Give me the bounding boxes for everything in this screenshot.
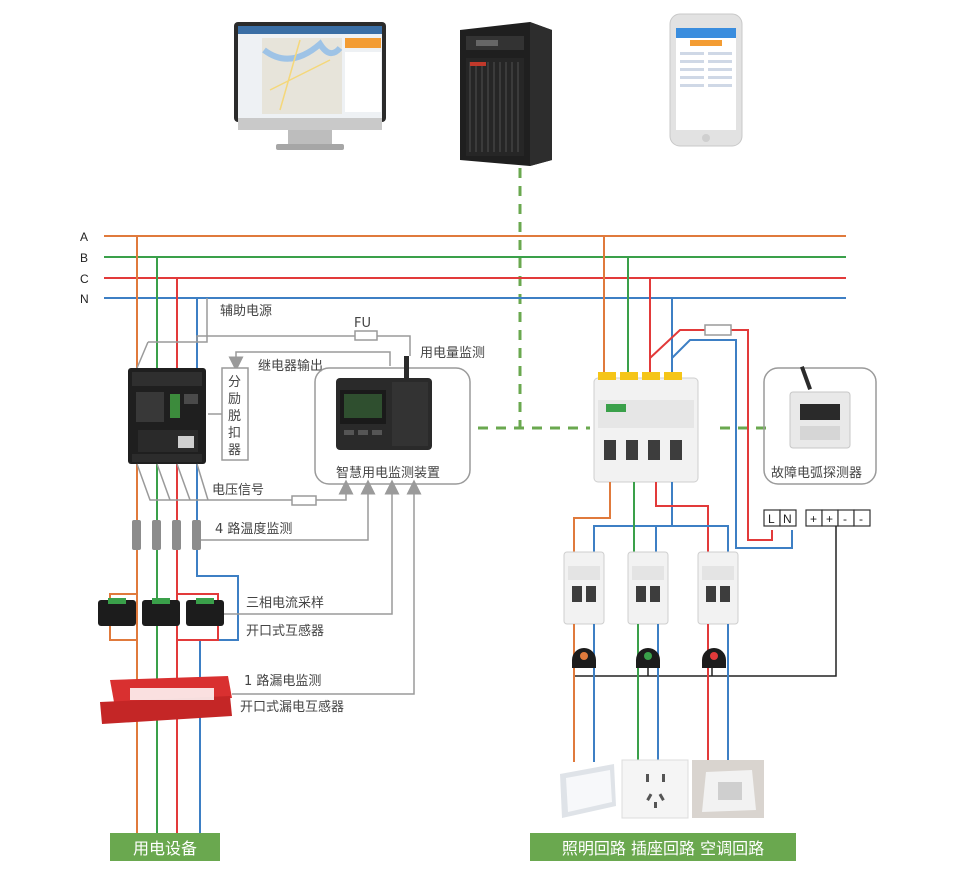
terminal-l-label: L (768, 512, 775, 526)
arc-detector-icon (789, 366, 851, 449)
energy-monitor-label: 用电量监测 (420, 346, 485, 361)
open-ct-label: 开口式互感器 (246, 623, 324, 639)
temp-monitor-line (201, 479, 376, 541)
aux-power-line (148, 298, 208, 343)
leakage-ct-icon (100, 676, 232, 724)
terminal-n (779, 509, 797, 527)
ups-server-icon (460, 22, 552, 166)
terminal-io-label-0: + (810, 512, 817, 526)
smartphone-icon (669, 13, 743, 147)
monitor-icon (234, 22, 386, 150)
arc-detector-frame (763, 367, 877, 485)
arc-fuse-icon (704, 324, 732, 336)
open-leak-ct-label: 开口式漏电互感器 (240, 699, 344, 715)
main-breaker-icon (128, 368, 206, 464)
shunt-release-char-2: 脱 (228, 409, 241, 424)
smart-monitor-device-icon (336, 356, 432, 450)
power-socket-icon (621, 759, 689, 819)
arc-detector-label: 故障电弧探测器 (771, 466, 862, 481)
circuit-types-label: 照明回路 插座回路 空调回路 (530, 833, 796, 861)
branch-breaker-lighting-icon (563, 551, 605, 625)
branch-breaker-ac-icon (697, 551, 739, 625)
branch-ct-icon (572, 648, 726, 668)
bus-label-b: B (80, 251, 88, 265)
arc-detector-l-wire (649, 329, 773, 541)
smart-device-frame (314, 367, 471, 485)
fu-line (196, 335, 411, 356)
voltage-signal-label: 电压信号 (212, 483, 264, 498)
load-equipment-label: 用电设备 (110, 833, 220, 861)
leak-monitor-label: 1 路漏电监测 (244, 673, 321, 689)
voltage-fuse-icon (291, 495, 317, 506)
leak-monitor-line (232, 479, 422, 695)
ct-signal-line (574, 526, 837, 677)
terminal-n-label: N (783, 512, 792, 526)
terminal-io-label-2: - (843, 512, 847, 526)
branch-breaker-socket-icon (627, 551, 669, 625)
fu-label: FU (354, 316, 371, 331)
relay-output-arrow (228, 351, 391, 372)
bus-label-a: A (80, 230, 88, 244)
arc-detector-n-wire (671, 339, 793, 549)
bus-label-n: N (80, 292, 89, 306)
ceiling-light-icon (560, 764, 616, 818)
terminal-io-label-3: - (859, 512, 863, 526)
voltage-signal-line (136, 463, 292, 501)
shunt-release-char-3: 扣 (228, 426, 241, 441)
shunt-release-char-1: 励 (228, 392, 241, 407)
bus-label-c: C (80, 272, 89, 286)
relay-output-label: 继电器输出 (258, 358, 323, 374)
four-pole-breaker-icon (593, 372, 699, 483)
aux-power-label: 辅助电源 (220, 304, 272, 319)
air-conditioner-icon (692, 760, 764, 818)
terminal-io-3 (853, 509, 871, 527)
shunt-release-char-0: 分 (228, 375, 241, 390)
current-transformer-icon (98, 598, 224, 626)
three-phase-sampling-label: 三相电流采样 (246, 596, 324, 611)
temperature-sensor-icon (132, 520, 201, 550)
temp-monitor-label: 4 路温度监测 (215, 521, 292, 537)
terminal-io-label-1: + (826, 512, 833, 526)
shunt-release-char-4: 器 (228, 443, 241, 458)
current-sampling-line (224, 479, 400, 615)
smart-device-label: 智慧用电监测装置 (336, 465, 440, 481)
fuse-icon (354, 330, 378, 341)
wire-n-load (196, 464, 239, 835)
